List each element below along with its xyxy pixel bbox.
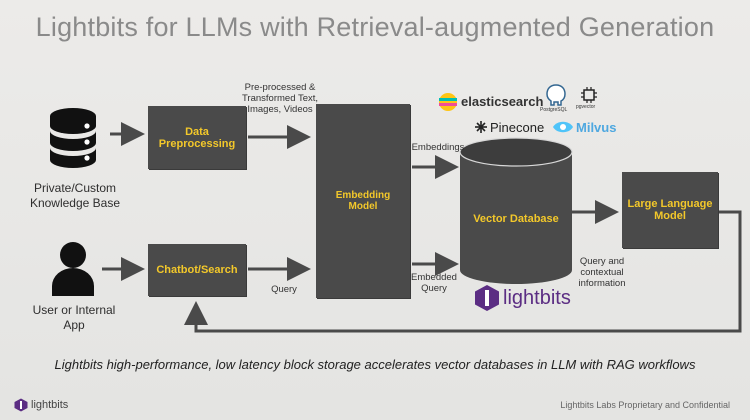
database-icon [50,108,96,168]
query-context-edge-label: Query and contextual information [578,256,626,289]
chatbot-search-box: Chatbot/Search [148,244,246,296]
query-edge-label: Query [271,284,297,295]
llm-label: Large Language Model [627,198,713,222]
postgresql-elephant-icon [546,84,566,106]
data-preprocessing-box: Data Preprocessing [148,106,246,169]
user-icon [52,242,94,296]
footer-lightbits-icon [14,398,28,412]
embeddings-edge-label: Embeddings [411,142,465,153]
postgresql-logo-text: PostgreSQL [540,107,568,113]
user-label: User or Internal App [32,303,116,332]
milvus-icon [553,121,573,133]
arrow-llm-feedback-to-chatbot [184,210,742,333]
pinecone-logo-text: Pinecone [490,120,545,135]
embedding-model-box: Embedding Model [316,104,410,298]
vector-database-label: Vector Database [473,213,559,225]
lightbits-logo-icon [475,285,499,311]
llm-box: Large Language Model [622,172,718,248]
data-preprocessing-label: Data Preprocessing [158,125,236,150]
milvus-logo-text: Milvus [576,120,617,135]
pgvector-logo-text: pgvector [576,104,596,110]
embedding-model-label: Embedding Model [335,190,391,212]
chatbot-search-label: Chatbot/Search [156,264,238,276]
lightbits-logo-text: lightbits [503,287,571,309]
footer-logo-text: lightbits [31,399,69,411]
knowledge-base-label: Private/Custom Knowledge Base [29,181,121,210]
slide-caption: Lightbits high-performance, low latency … [54,357,696,372]
elasticsearch-icon [439,93,457,111]
slide-title: Lightbits for LLMs with Retrieval-augmen… [35,12,715,42]
footer-logo: lightbits [14,398,68,412]
footer-confidential: Lightbits Labs Proprietary and Confident… [560,400,730,410]
pgvector-chip-icon [581,87,597,103]
pinecone-icon [475,121,487,133]
vector-database-cylinder [459,137,573,284]
preprocessed-edge-label: Pre-processed & Transformed Text, Images… [241,82,319,115]
elasticsearch-logo-text: elasticsearch [461,94,544,109]
embedded-query-edge-label: Embedded Query [411,272,457,294]
